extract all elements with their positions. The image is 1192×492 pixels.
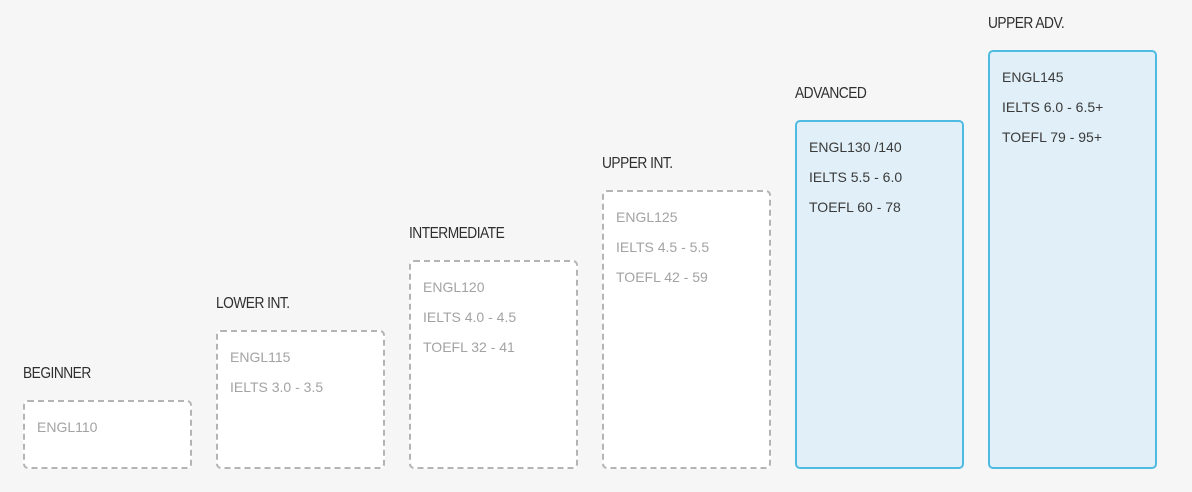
ielts-range: IELTS 4.5 - 5.5 xyxy=(616,239,710,255)
level-title: INTERMEDIATE xyxy=(409,225,505,242)
course-code: ENGL110 xyxy=(37,419,98,435)
level-title: LOWER INT. xyxy=(216,295,290,312)
course-code: ENGL115 xyxy=(230,349,291,365)
level-title: UPPER ADV. xyxy=(988,15,1065,32)
level-title: ADVANCED xyxy=(795,85,867,102)
level-card[interactable]: ENGL110 xyxy=(23,400,192,469)
course-code: ENGL145 xyxy=(1002,69,1064,85)
ielts-range: IELTS 3.0 - 3.5 xyxy=(230,379,324,395)
course-code: ENGL130 /140 xyxy=(809,139,902,155)
level-title: UPPER INT. xyxy=(602,155,673,172)
course-code: ENGL125 xyxy=(616,209,678,225)
level-title: BEGINNER xyxy=(23,365,91,382)
level-card[interactable]: ENGL130 /140 IELTS 5.5 - 6.0 TOEFL 60 - … xyxy=(795,120,964,469)
toefl-range: TOEFL 60 - 78 xyxy=(809,199,901,215)
ielts-range: IELTS 5.5 - 6.0 xyxy=(809,169,903,185)
level-card[interactable]: ENGL115 IELTS 3.0 - 3.5 xyxy=(216,330,385,469)
ielts-range: IELTS 4.0 - 4.5 xyxy=(423,309,517,325)
toefl-range: TOEFL 79 - 95+ xyxy=(1002,129,1102,145)
toefl-range: TOEFL 42 - 59 xyxy=(616,269,708,285)
ielts-range: IELTS 6.0 - 6.5+ xyxy=(1002,99,1104,115)
level-card[interactable]: ENGL120 IELTS 4.0 - 4.5 TOEFL 32 - 41 xyxy=(409,260,578,469)
level-card[interactable]: ENGL145 IELTS 6.0 - 6.5+ TOEFL 79 - 95+ xyxy=(988,50,1157,469)
course-code: ENGL120 xyxy=(423,279,485,295)
toefl-range: TOEFL 32 - 41 xyxy=(423,339,515,355)
level-card[interactable]: ENGL125 IELTS 4.5 - 5.5 TOEFL 42 - 59 xyxy=(602,190,771,469)
